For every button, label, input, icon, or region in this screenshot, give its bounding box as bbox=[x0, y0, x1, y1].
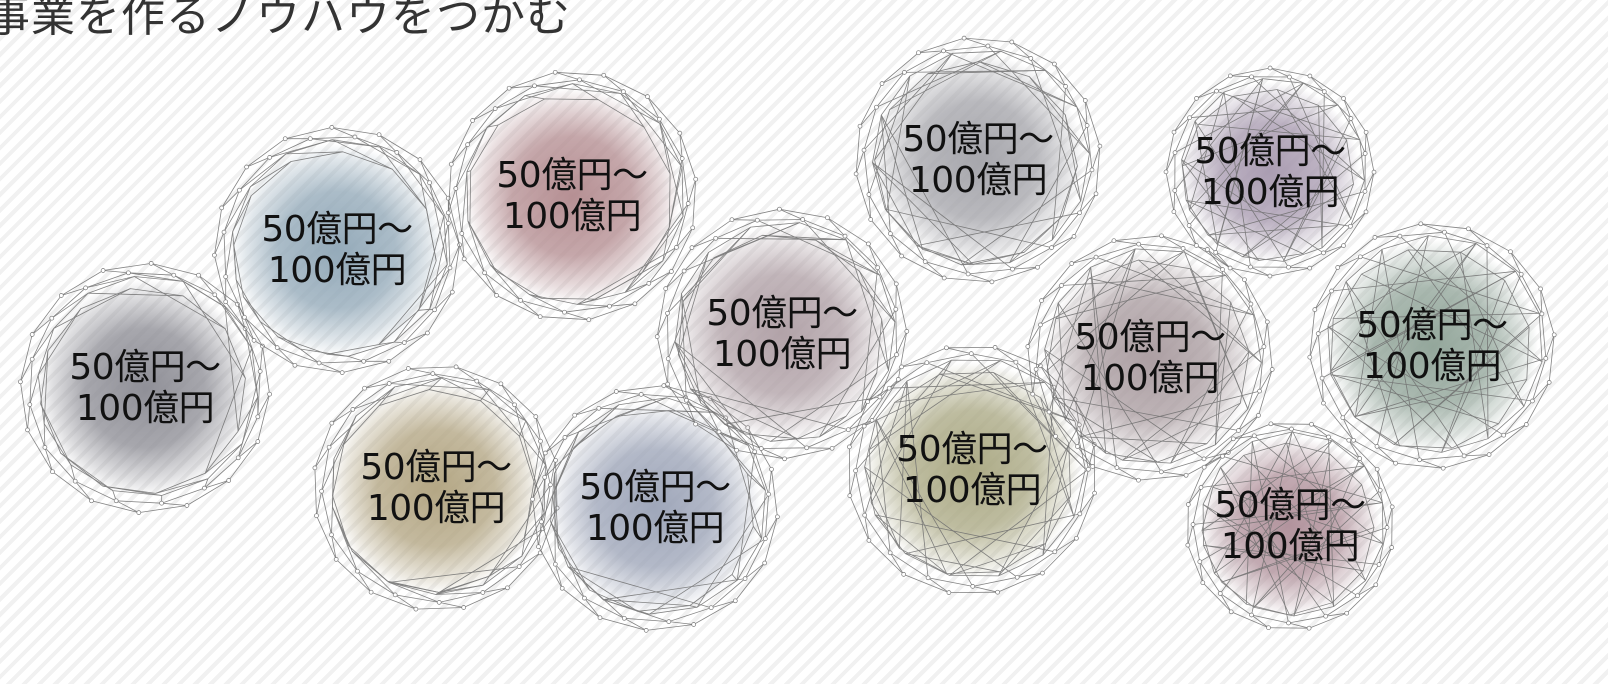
wireframe-sphere-graphic bbox=[530, 383, 780, 633]
revenue-bubble: 50億円〜100億円 bbox=[1298, 212, 1566, 480]
bubble-label: 50億円〜100億円 bbox=[1154, 131, 1386, 213]
wireframe-nodes bbox=[1185, 421, 1395, 631]
bubble-fill bbox=[1200, 436, 1380, 616]
bubble-label: 50億円〜100億円 bbox=[203, 209, 471, 291]
revenue-range-from: 50億円〜 bbox=[579, 467, 731, 508]
bubble-label: 50億円〜100億円 bbox=[646, 293, 918, 375]
revenue-bubble: 50億円〜100億円 bbox=[1016, 224, 1284, 492]
revenue-range-from: 50億円〜 bbox=[360, 447, 512, 488]
wireframe-nodes bbox=[853, 35, 1103, 285]
wireframe-sphere-graphic bbox=[1185, 421, 1395, 631]
wireframe-nodes bbox=[1307, 221, 1557, 471]
revenue-range-to: 100億円 bbox=[366, 488, 506, 529]
bubble-label: 50億円〜100億円 bbox=[1298, 305, 1566, 387]
wireframe-nodes bbox=[18, 261, 272, 515]
revenue-range-from: 50億円〜 bbox=[1194, 131, 1346, 172]
wireframe-mesh bbox=[1027, 235, 1273, 481]
wireframe-mesh bbox=[1165, 67, 1375, 277]
revenue-bubble: 50億円〜100億円 bbox=[844, 26, 1112, 294]
wireframe-sphere-graphic bbox=[1025, 233, 1275, 483]
revenue-range-from: 50億円〜 bbox=[496, 155, 648, 196]
bubble-label: 50億円〜100億円 bbox=[844, 119, 1112, 201]
revenue-range-from: 50億円〜 bbox=[1074, 317, 1226, 358]
revenue-bubble: 50億円〜100億円 bbox=[521, 374, 789, 642]
revenue-range-to: 100億円 bbox=[1362, 346, 1502, 387]
bubble-fill bbox=[464, 88, 680, 304]
wireframe-nodes bbox=[1025, 233, 1275, 483]
revenue-range-from: 50億円〜 bbox=[1356, 305, 1508, 346]
revenue-bubble: 50億円〜100億円 bbox=[646, 198, 918, 470]
bubble-label: 50億円〜100億円 bbox=[836, 429, 1108, 511]
bubble-label: 50億円〜100億円 bbox=[1174, 485, 1406, 567]
revenue-bubble: 50億円〜100億円 bbox=[1174, 410, 1406, 642]
bubble-label: 50億円〜100億円 bbox=[302, 447, 570, 529]
revenue-range-to: 100億円 bbox=[75, 388, 215, 429]
wireframe-sphere-graphic bbox=[1307, 221, 1557, 471]
wireframe-sphere-graphic bbox=[212, 125, 462, 375]
bubble-fill bbox=[548, 401, 762, 615]
bubble-label: 50億円〜100億円 bbox=[521, 467, 789, 549]
revenue-range-to: 100億円 bbox=[1080, 358, 1220, 399]
wireframe-mesh bbox=[848, 346, 1096, 594]
bubble-fill bbox=[329, 381, 543, 595]
revenue-range-to: 100億円 bbox=[502, 196, 642, 237]
wireframe-sphere-graphic bbox=[18, 261, 272, 515]
wireframe-nodes bbox=[312, 364, 560, 612]
revenue-bubble: 50億円〜100億円 bbox=[436, 60, 708, 332]
revenue-range-to: 100億円 bbox=[908, 160, 1048, 201]
revenue-range-to: 100億円 bbox=[712, 334, 852, 375]
bubble-label: 50億円〜100億円 bbox=[1016, 317, 1284, 399]
bubble-label: 50億円〜100億円 bbox=[9, 347, 281, 429]
wireframe-sphere-graphic bbox=[847, 345, 1097, 595]
wireframe-sphere-graphic bbox=[1163, 65, 1377, 279]
revenue-range-from: 50億円〜 bbox=[706, 293, 858, 334]
bubble-fill bbox=[230, 143, 444, 357]
revenue-bubble: 50億円〜100億円 bbox=[203, 116, 471, 384]
revenue-bubble: 50億円〜100億円 bbox=[836, 334, 1108, 606]
revenue-range-to: 100億円 bbox=[585, 508, 725, 549]
wireframe-nodes bbox=[654, 206, 910, 462]
revenue-range-from: 50億円〜 bbox=[69, 347, 221, 388]
wireframe-sphere-graphic bbox=[654, 206, 910, 462]
page-heading: 事業を作るノウハウをつかむ bbox=[0, 0, 571, 42]
wireframe-sphere-graphic bbox=[445, 69, 699, 323]
revenue-range-from: 50億円〜 bbox=[1214, 485, 1366, 526]
revenue-bubble: 50億円〜100億円 bbox=[302, 354, 570, 622]
wireframe-nodes bbox=[1163, 65, 1377, 279]
revenue-range-to: 100億円 bbox=[267, 250, 407, 291]
wireframe-sphere-graphic bbox=[853, 35, 1103, 285]
bubble-fill bbox=[1325, 239, 1539, 453]
revenue-range-to: 100億円 bbox=[1200, 172, 1340, 213]
wireframe-nodes bbox=[445, 69, 699, 323]
revenue-range-from: 50億円〜 bbox=[902, 119, 1054, 160]
revenue-range-to: 100億円 bbox=[902, 470, 1042, 511]
bubble-fill bbox=[37, 280, 253, 496]
revenue-range-from: 50億円〜 bbox=[261, 209, 413, 250]
bubble-label: 50億円〜100億円 bbox=[436, 155, 708, 237]
wireframe-mesh bbox=[1309, 223, 1555, 469]
revenue-range-from: 50億円〜 bbox=[896, 429, 1048, 470]
revenue-bubble: 50億円〜100億円 bbox=[1154, 56, 1386, 288]
bubble-fill bbox=[674, 226, 890, 442]
bubble-fill bbox=[1043, 251, 1257, 465]
wireframe-mesh bbox=[1187, 423, 1393, 629]
bubble-fill bbox=[871, 53, 1085, 267]
revenue-range-to: 100億円 bbox=[1220, 526, 1360, 567]
revenue-bubble: 50億円〜100億円 bbox=[9, 252, 281, 524]
